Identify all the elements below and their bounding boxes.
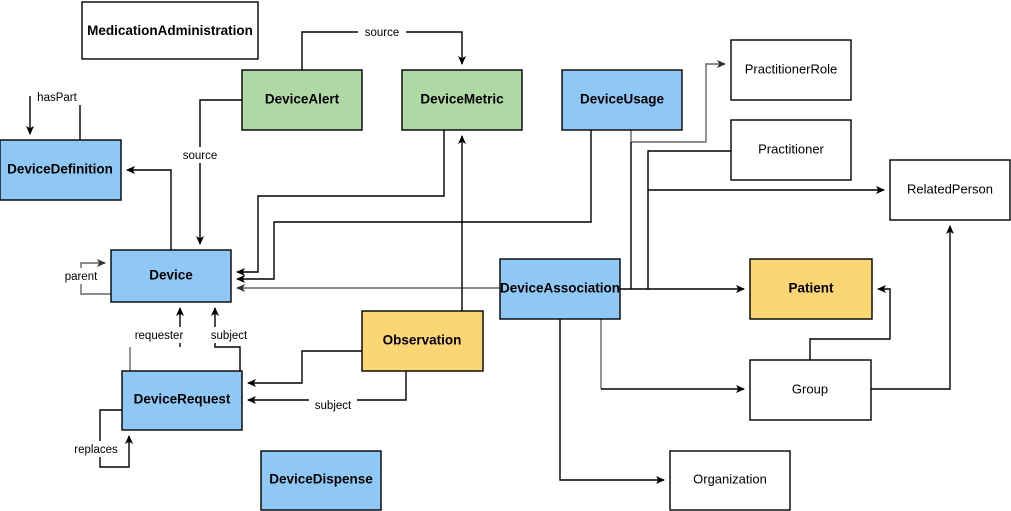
node-label: Device bbox=[149, 268, 193, 283]
edge-observation-subject-devicerequest bbox=[247, 371, 407, 404]
node-label: DeviceAlert bbox=[265, 92, 340, 107]
edge-label-parent: parent bbox=[58, 268, 104, 284]
edge-label-text: hasPart bbox=[37, 92, 77, 104]
edge-label-text: subject bbox=[211, 330, 248, 342]
edge-label-text: subject bbox=[315, 400, 352, 412]
node-device-metric[interactable]: DeviceMetric bbox=[401, 69, 523, 131]
edge-label-text: replaces bbox=[74, 444, 118, 456]
edge-label-source-alert-metric: source bbox=[358, 24, 406, 40]
node-label: Organization bbox=[693, 471, 767, 486]
edge-label-text: requester bbox=[135, 330, 184, 342]
edge-devicerequest-replaces-self bbox=[99, 409, 133, 468]
edge-label-text: source bbox=[365, 27, 400, 39]
edge-group-relatedperson bbox=[871, 225, 954, 390]
node-label: MedicationAdministration bbox=[87, 23, 253, 38]
edge-deviceassociation-organization bbox=[559, 319, 665, 484]
node-label: Group bbox=[792, 381, 828, 396]
edge-deviceusage-practitionerrole bbox=[630, 60, 726, 143]
node-label: Practitioner bbox=[758, 141, 824, 156]
node-device-usage[interactable]: DeviceUsage bbox=[561, 69, 683, 131]
node-label: DeviceUsage bbox=[580, 92, 665, 107]
edge-observation-devicerequest bbox=[247, 350, 362, 387]
node-observation[interactable]: Observation bbox=[361, 310, 484, 372]
node-label: DeviceMetric bbox=[420, 92, 504, 107]
node-device-definition[interactable]: DeviceDefinition bbox=[0, 139, 122, 201]
node-label: DeviceDefinition bbox=[7, 162, 113, 177]
node-device-request[interactable]: DeviceRequest bbox=[121, 370, 243, 431]
edge-devicemetric-device bbox=[236, 130, 445, 276]
edge-label-haspart: hasPart bbox=[31, 89, 83, 105]
node-related-person[interactable]: RelatedPerson bbox=[889, 159, 1011, 221]
node-practitioner[interactable]: Practitioner bbox=[730, 119, 852, 181]
edge-label-replaces: replaces bbox=[68, 441, 124, 457]
node-practitioner-role[interactable]: PractitionerRole bbox=[730, 39, 852, 101]
node-device[interactable]: Device bbox=[110, 249, 232, 303]
node-label: PractitionerRole bbox=[745, 61, 838, 76]
node-label: DeviceAssociation bbox=[500, 281, 620, 296]
edge-practitioner-relatedperson bbox=[647, 150, 885, 194]
node-label: RelatedPerson bbox=[907, 181, 993, 196]
edge-label-subject-device: subject bbox=[205, 327, 253, 343]
node-label: Observation bbox=[383, 333, 462, 348]
node-group[interactable]: Group bbox=[749, 359, 872, 421]
node-label: DeviceRequest bbox=[134, 392, 231, 407]
edge-label-source-alert-device: source bbox=[176, 147, 224, 163]
node-label: Patient bbox=[788, 281, 834, 296]
edge-group-patient bbox=[809, 285, 891, 360]
edge-label-subject-request: subject bbox=[309, 397, 357, 413]
edge-device-devicedefinition bbox=[126, 166, 172, 250]
edge-devicealert-source-device bbox=[196, 99, 242, 245]
edge-label-text: parent bbox=[65, 271, 98, 283]
node-organization[interactable]: Organization bbox=[669, 450, 791, 511]
edge-labels-layer: source source hasPart parent requester s… bbox=[31, 24, 406, 457]
node-label: DeviceDispense bbox=[269, 472, 373, 487]
edge-label-requester: requester bbox=[128, 327, 190, 343]
node-patient[interactable]: Patient bbox=[749, 258, 873, 320]
node-device-dispense[interactable]: DeviceDispense bbox=[260, 450, 382, 511]
node-device-alert[interactable]: DeviceAlert bbox=[241, 69, 363, 131]
node-device-association[interactable]: DeviceAssociation bbox=[499, 258, 621, 320]
edge-label-text: source bbox=[183, 150, 218, 162]
edge-deviceusage-device bbox=[236, 130, 592, 283]
node-medication-administration[interactable]: MedicationAdministration bbox=[81, 1, 259, 60]
